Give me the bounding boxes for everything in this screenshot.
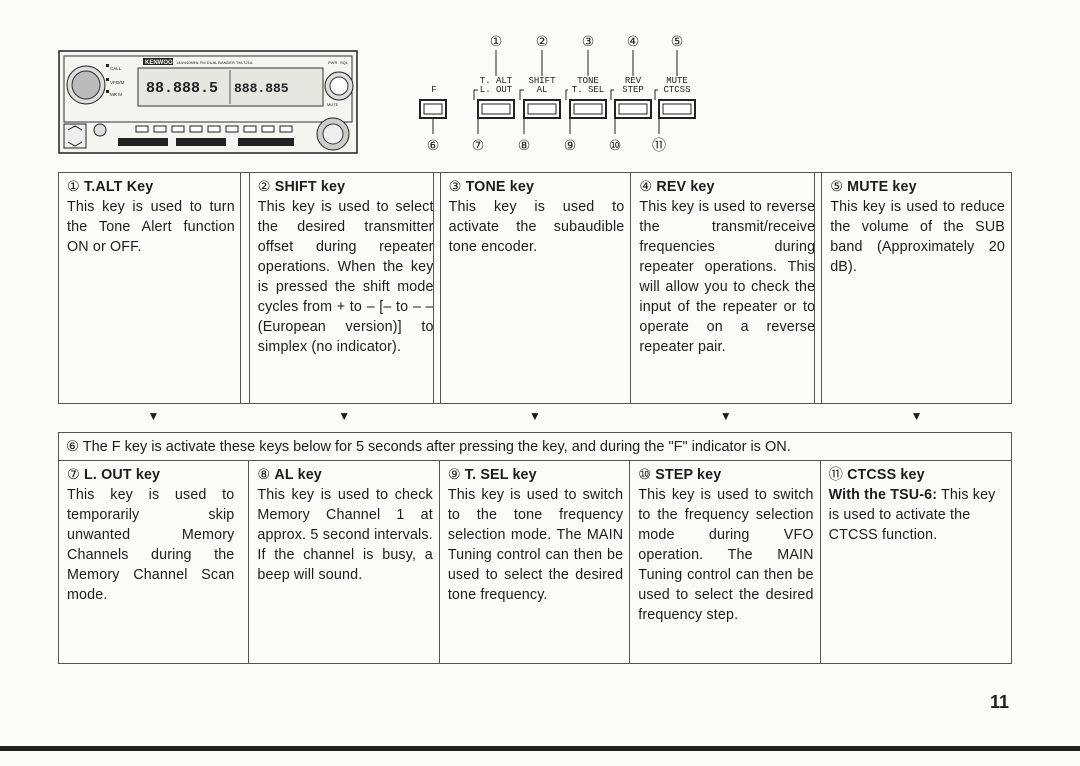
tone-key-number: ③ — [448, 179, 462, 195]
key-number-2: ② — [536, 33, 549, 49]
down-arrow-row: ▼ ▼ ▼ ▼ ▼ — [58, 408, 1012, 424]
radio-brand-logo: KENWOOD — [145, 60, 178, 66]
radio-label-vfo: VFO/M — [110, 80, 125, 85]
key-rev-button — [614, 99, 652, 119]
page-number: 11 — [990, 692, 1010, 712]
tone-key-title: TONE key — [465, 179, 535, 195]
tsel-key-description: This key is used to switch to the tone f… — [447, 487, 624, 603]
radio-right-display: 888.885 — [234, 81, 289, 96]
rev-key-description: This key is used to reverse the transmit… — [639, 199, 816, 355]
key-label-shift: SHIFT — [528, 76, 556, 86]
key-label-tone: TONE — [577, 76, 599, 86]
radio-label-sql: SQL — [340, 60, 349, 65]
tsel-key-number: ⑨ — [447, 467, 461, 483]
lout-key-title: L. OUT key — [83, 467, 161, 483]
down-arrow-icon: ▼ — [719, 409, 732, 423]
key-label-mute: MUTE — [666, 76, 688, 86]
f-function-keys-box: ⑥ The F key is activate these keys below… — [58, 432, 1012, 664]
key-number-5: ⑤ — [671, 33, 684, 49]
key-tone-button — [569, 99, 607, 119]
radio-left-display: 88.888.5 — [146, 80, 218, 97]
key-shift-button — [523, 99, 561, 119]
rev-key-title: REV key — [656, 179, 715, 195]
key-number-11: ⑪ — [652, 137, 666, 153]
lout-key-description: This key is used to temporarily skip unw… — [67, 487, 235, 603]
radio-model-text: 144/440MHz FM DUAL BANDER TM-721A — [176, 60, 253, 65]
radio-label-call: CALL — [110, 66, 122, 71]
key-label-al: AL — [537, 85, 548, 95]
talt-key-description: This key is used to turn the Tone Alert … — [67, 199, 235, 255]
down-arrow-icon: ▼ — [338, 409, 351, 423]
step-key-number: ⑩ — [638, 467, 652, 483]
key-number-7: ⑦ — [472, 137, 485, 153]
al-key-title: AL key — [274, 467, 322, 483]
key-number-1: ① — [490, 33, 503, 49]
key-label-tsel: T. SEL — [572, 85, 604, 95]
rev-key-number: ④ — [639, 179, 653, 195]
ctcss-key-number: ⑪ — [828, 467, 844, 483]
key-label-rev: REV — [625, 76, 642, 86]
shift-key-title: SHIFT key — [274, 179, 346, 195]
key-number-8: ⑧ — [518, 137, 531, 153]
key-number-6: ⑥ — [427, 137, 440, 153]
key-label-step: STEP — [622, 85, 644, 95]
key-label-ctcss: CTCSS — [663, 85, 690, 95]
lout-key-number: ⑦ — [67, 467, 80, 483]
key-label-lout: L. OUT — [480, 85, 513, 95]
tone-key-description: This key is used to activate the subaudi… — [448, 199, 625, 255]
key-talt-button — [477, 99, 515, 119]
talt-key-number: ① — [67, 179, 80, 195]
bottom-rule — [0, 746, 1080, 751]
key-label-talt: T. ALT — [480, 76, 513, 86]
down-arrow-icon: ▼ — [910, 409, 923, 423]
radio-label-mute: MUTE — [327, 102, 339, 107]
radio-label-pwr: PWR — [328, 60, 337, 65]
key-number-10: ⑩ — [609, 137, 622, 153]
mute-key-number: ⑤ — [830, 179, 844, 195]
radio-front-panel-illustration: CALL VFO/M MR M KENWOOD 144/440MHz FM DU… — [58, 50, 358, 154]
key-mute-button — [658, 99, 696, 119]
down-arrow-icon: ▼ — [529, 409, 541, 423]
key-number-4: ④ — [627, 33, 640, 49]
key-number-3: ③ — [582, 33, 595, 49]
shift-key-description: This key is used to select the desired t… — [257, 199, 434, 355]
key-number-9: ⑨ — [564, 137, 577, 153]
f-key-note: ⑥ The F key is activate these keys below… — [59, 433, 1011, 461]
step-key-title: STEP key — [655, 467, 722, 483]
talt-key-title: T.ALT Key — [83, 179, 154, 195]
shift-key-number: ② — [257, 179, 271, 195]
mute-key-title: MUTE key — [847, 179, 917, 195]
tsel-key-title: T. SEL key — [464, 467, 537, 483]
mute-key-description: This key is used to reduce the volume of… — [830, 199, 1005, 275]
ctcss-key-requirement: With the TSU-6: — [828, 487, 938, 503]
al-key-description: This key is used to check Memory Channel… — [257, 487, 433, 583]
key-layout-diagram: ① ② ③ ④ ⑤ F T. ALT SHIFT TONE REV MUTE L… — [419, 33, 696, 153]
ctcss-key-title: CTCSS key — [847, 467, 925, 483]
ctcss-key-description: This key is used to activate the CTCSS f… — [828, 487, 996, 543]
step-key-description: This key is used to switch to the freque… — [638, 487, 814, 623]
al-key-number: ⑧ — [257, 467, 271, 483]
key-label-f: F — [431, 85, 436, 95]
down-arrow-icon: ▼ — [147, 409, 160, 423]
radio-label-mr: MR M — [110, 92, 122, 97]
